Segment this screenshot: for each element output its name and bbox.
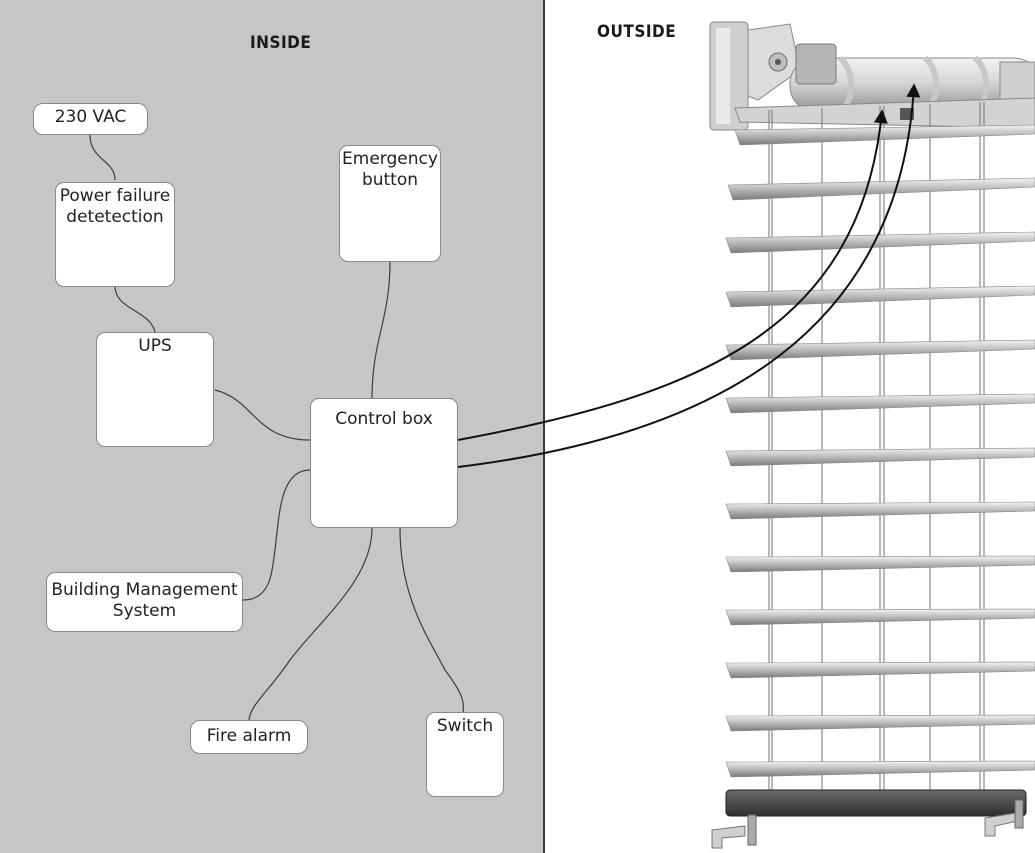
switch-node: Switch <box>426 712 504 797</box>
link-ups-to-control-box <box>214 389 311 441</box>
link-control-box-to-bms <box>242 469 311 601</box>
venetian-blind-illustration <box>709 21 1035 849</box>
control-box-label: Control box <box>335 409 433 429</box>
link-control-box-to-switch <box>399 527 465 713</box>
connectors <box>89 134 465 721</box>
ups-label: UPS <box>138 336 172 356</box>
control-box-node: Control box <box>310 398 458 528</box>
emergency-button-label: Emergency button <box>342 149 438 190</box>
ups-node: UPS <box>96 332 214 447</box>
bms-node: Building Management System <box>46 572 243 632</box>
power-supply-label: 230 VAC <box>54 107 127 127</box>
power-supply-node: 230 VAC <box>33 103 148 135</box>
link-emergency-to-control-box <box>371 261 391 399</box>
cable-arrow-1 <box>457 109 888 441</box>
link-230vac-to-power-failure <box>89 134 116 181</box>
power-failure-label: Power failure detetection <box>59 186 171 227</box>
inside-label: INSIDE <box>250 33 312 53</box>
cable-arrow-2 <box>457 83 921 468</box>
fire-alarm-node: Fire alarm <box>190 720 308 754</box>
emergency-button-node: Emergency button <box>339 145 441 262</box>
fire-alarm-label: Fire alarm <box>206 726 292 746</box>
outside-label: OUTSIDE <box>597 22 677 42</box>
power-failure-node: Power failure detetection <box>55 182 175 287</box>
link-power-failure-to-ups <box>114 285 156 333</box>
bms-label: Building Management System <box>51 580 238 621</box>
motor-cables <box>457 83 921 468</box>
zone-divider <box>543 0 545 853</box>
link-control-box-to-fire-alarm <box>248 527 373 721</box>
switch-label: Switch <box>436 716 494 736</box>
